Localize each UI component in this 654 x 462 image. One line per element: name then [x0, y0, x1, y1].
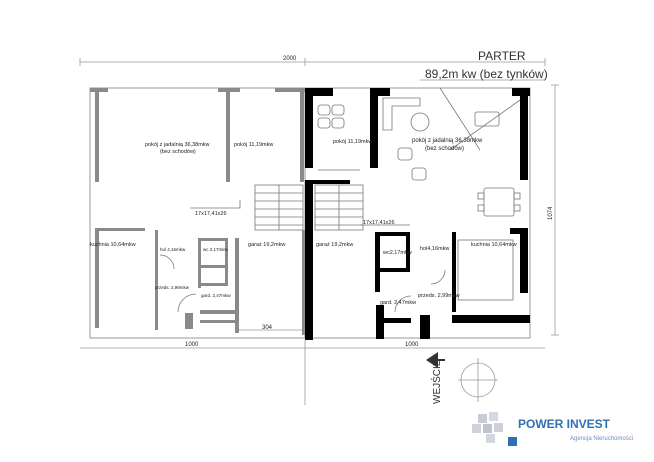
left-wardrobe-label: gard. 2,47mkw [201, 293, 231, 298]
right-stairs-label: 17x17,41x26 [363, 220, 395, 226]
left-kitchen-label: kuchnia 10,64mkw [90, 242, 136, 248]
right-unit [304, 87, 531, 340]
right-living-note: (bez schodów) [425, 146, 464, 152]
left-unit [89, 87, 306, 339]
left-living-label: pokój z jadalnią 36,38mkw [145, 142, 210, 148]
dim-top-width: 2000 [283, 56, 297, 62]
left-garage-label: garaż 19,2mkw [248, 242, 285, 248]
left-hall-label: hol 4,16mkw [160, 247, 186, 252]
left-room-label: pokój 11,19mkw [234, 142, 273, 148]
floor-title: PARTER [478, 49, 526, 63]
right-garage-label: garaż 19,2mkw [316, 242, 353, 248]
dim-right-side: 1074 [548, 206, 554, 220]
furniture [317, 87, 521, 301]
dim-bottom-right: 1000 [405, 342, 419, 348]
right-kitchen-label: kuchnia 10,64mkw [471, 242, 517, 248]
dimension-lines [79, 58, 559, 405]
right-living-label: pokój z jadalnią 36,38mkw [412, 138, 483, 144]
right-hall-label: hol4,16mkw [420, 246, 449, 252]
entrance-label: WEJŚCIE [430, 359, 443, 404]
left-living-note: (bez schodów) [160, 149, 196, 155]
left-stairs-label: 17x17,41x26 [195, 211, 227, 217]
entrance-arrow [426, 352, 445, 368]
left-entry-label: przeds. 2,99mkw [155, 285, 190, 290]
left-wc-label: wc 2,17mkw [203, 247, 229, 252]
right-entry-label: przeds. 2,99mkw [418, 293, 460, 299]
north-sign [458, 358, 498, 402]
floor-area: 89,2m kw (bez tynków) [425, 67, 548, 81]
right-room-label: pokój 11,19mkw [333, 139, 372, 145]
right-wardrobe-label: gard. 2,47mkw [380, 300, 416, 306]
dim-bottom-left: 1000 [185, 342, 199, 348]
right-wc-label: wc2,17mkw [382, 250, 412, 256]
logo-tagline: Agencja Nieruchomości [570, 436, 633, 442]
logo-cubes-icon [472, 412, 517, 446]
company-logo: POWER INVEST Agencja Nieruchomości [472, 412, 633, 446]
logo-brand: POWER INVEST [518, 417, 611, 431]
dim-garage-bottom: 304 [262, 325, 273, 331]
